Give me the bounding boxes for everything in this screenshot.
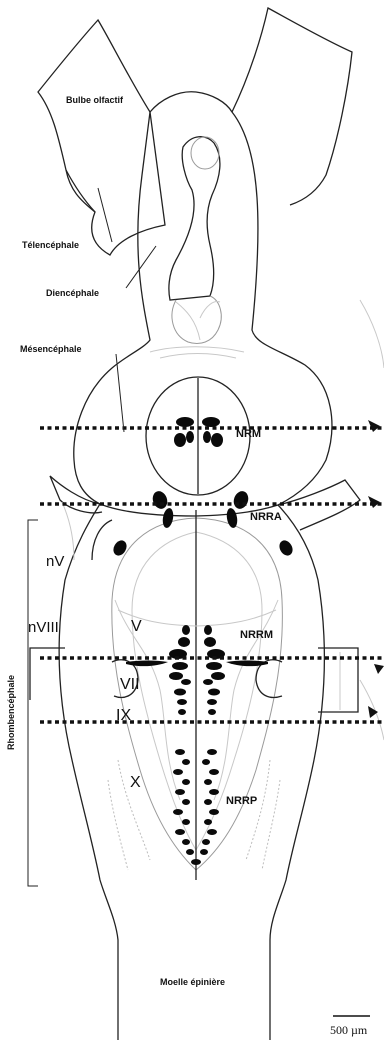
- forebrain-outline: [74, 92, 332, 516]
- cut-arrowhead-3: [374, 664, 384, 674]
- ventricle-ring-outline: [191, 137, 219, 169]
- label-vii: VII: [120, 676, 140, 693]
- label-moelle-epiniere: Moelle épinière: [160, 977, 225, 987]
- label-x: X: [130, 774, 141, 791]
- hindbrain-inner-left: [115, 600, 180, 800]
- forebrain-arc-2: [160, 354, 236, 359]
- hindbrain-dotted-right: [246, 760, 270, 860]
- label-rhombencephale: Rhombencéphale: [6, 675, 16, 750]
- diencephalon-inner-lobes: [172, 296, 221, 344]
- nerve-v-left-arc: [62, 502, 74, 560]
- label-nrra: NRRA: [250, 511, 282, 523]
- label-nviii: nVIII: [28, 619, 59, 636]
- right-edge-curve: [360, 300, 384, 368]
- rhombencephale-bracket: [28, 520, 38, 886]
- hindbrain-outline: [59, 504, 118, 1040]
- olfactory-bulb-outline: [38, 20, 165, 255]
- cut-arrowhead-2: [368, 496, 380, 508]
- olfactory-bulb-right-outline: [232, 8, 352, 205]
- pointer-mesencephale: [116, 354, 124, 432]
- label-nv: nV: [46, 553, 64, 570]
- pointer-telencephale: [98, 188, 112, 242]
- third-ventricle-outline: [169, 137, 220, 300]
- rhombomere-boundary-left: [118, 610, 196, 626]
- cut-arrowhead-1: [368, 420, 380, 432]
- nv-nucleus-left: [111, 538, 129, 558]
- label-nrrp: NRRP: [226, 795, 257, 807]
- label-ix: IX: [116, 707, 131, 724]
- label-nrrm: NRRM: [240, 629, 273, 641]
- label-bulbe-olfactif: Bulbe olfactif: [66, 95, 124, 105]
- hindbrain-dotted-left-2: [108, 780, 128, 870]
- rhombomere-boundary-right: [196, 610, 276, 626]
- hindbrain-outline-right: [270, 505, 324, 1040]
- cerebellum-left-wedge: [92, 520, 112, 560]
- label-telencephale: Télencéphale: [22, 240, 79, 250]
- label-diencephale: Diencéphale: [46, 288, 99, 298]
- label-v: V: [131, 618, 142, 635]
- cut-arrowhead-4: [368, 706, 378, 718]
- nerve-v-left: [50, 476, 102, 513]
- fourth-ventricle-outline: [112, 518, 283, 870]
- scale-bar-label: 500 µm: [330, 1023, 368, 1037]
- diencephalon-inner-lobes-2: [176, 302, 220, 340]
- forebrain-arc: [150, 347, 244, 352]
- nv-nucleus-right: [277, 538, 295, 558]
- label-mesencephale: Mésencéphale: [20, 344, 82, 354]
- telencephalon-lobe-outline: [66, 170, 95, 212]
- label-nrm: NRM: [236, 428, 261, 440]
